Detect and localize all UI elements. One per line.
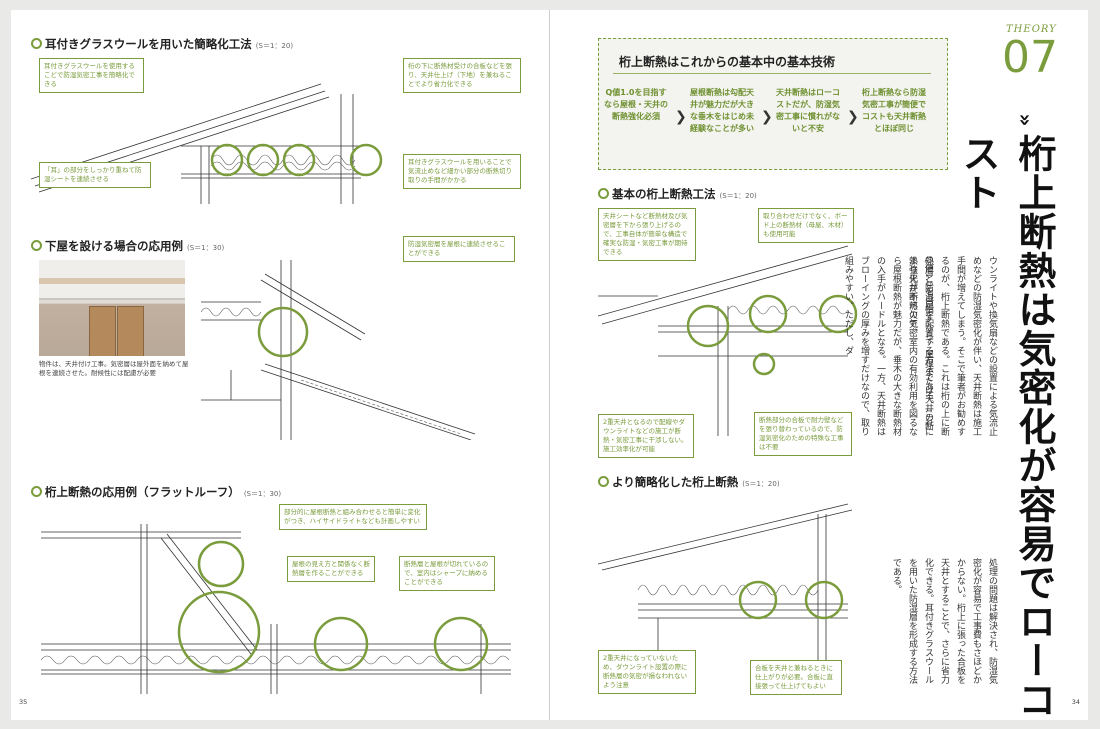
body-text-col-2: ウンライトや換気扇などの設置による気流止めなどの防湿気密化が伴い、天井断熱は施工… — [907, 256, 997, 436]
note-draft-stop: 耳付きグラスウールを用いることで気流止めなど細かい部分の断熱切り取りの手間がかか… — [403, 154, 521, 189]
page-number-left: 35 — [19, 698, 28, 706]
section-heading-lean-to: 下屋を設ける場合の応用例(S＝1：30) — [31, 238, 224, 254]
note-independent-layer: 屋根の見え方と関係なく断熱層を作ることができる — [287, 556, 375, 582]
diagram-simplified — [598, 503, 853, 674]
summary-step-2: 屋根断熱は勾配天井が魅力だが大きな垂木をはじめ未経験なことが多い — [690, 88, 754, 133]
theory-label: THEORY — [1006, 24, 1057, 35]
note-no-double-ceiling: 2重天井になっていないため、ダウンライト設置の際に断熱層の気密が損なわれないよう… — [598, 650, 696, 694]
note-plywood-finish: 合板を天井と兼ねるときに仕上がりが必要。合板に直接張って仕上げてもよい — [750, 660, 842, 695]
section-heading-simplified: より簡略化した桁上断熱(S＝1：20) — [598, 474, 780, 490]
summary-title: 桁上断熱はこれからの基本中の基本技術 — [619, 55, 836, 69]
bullet-icon — [598, 476, 609, 487]
section-heading-flat-roof: 桁上断熱の応用例（フラットルーフ）(S＝1：30) — [31, 484, 281, 500]
note-plywood-ceiling: 桁の下に断熱材受けの合板などを張り、天井仕上げ（下地）を兼ねることでより省力化で… — [403, 58, 521, 93]
double-chevron-icon: » — [1013, 113, 1038, 127]
bullet-icon — [31, 240, 42, 251]
summary-step-3: 天井断熱はローコストだが、防湿気密工事に慣れがないと不安 — [776, 88, 840, 133]
diagram-lean-to — [201, 260, 476, 440]
note-hybrid-roof: 部分的に屋根断熱と組み合わせると簡単に変化がつき、ハイサイドライトなども計画しや… — [279, 504, 427, 530]
photo-caption: 物件は、天井付け工事。気密層は屋外面を納めて屋根を連続させた。耐候性には配慮が必… — [39, 360, 189, 377]
theory-number: 07 — [1002, 32, 1058, 83]
bullet-icon — [31, 38, 42, 49]
bullet-icon — [31, 486, 42, 497]
note-ear-overlap: 「耳」の部分をしっかり重ねて防湿シートを連続させる — [39, 162, 151, 188]
page-number-right: 34 — [1071, 698, 1080, 706]
diagram-flat-roof — [41, 524, 511, 694]
bullet-icon — [598, 188, 609, 199]
summary-box: 桁上断熱はこれからの基本中の基本技術 Q値1.0を目指すなら屋根・天井の断熱強化… — [598, 38, 948, 170]
section-heading-ear-glasswool: 耳付きグラスウールを用いた簡略化工法(S＝1：20) — [31, 36, 293, 52]
right-page: 桁上断熱はこれからの基本中の基本技術 Q値1.0を目指すなら屋根・天井の断熱強化… — [550, 10, 1088, 720]
arrow-icon: ❯ — [761, 109, 773, 125]
section-heading-basic-method: 基本の桁上断熱工法(S＝1：20) — [598, 186, 757, 202]
note-double-ceiling: 2重天井となるので配線やダウンライトなどの施工が断熱・気密工事に干渉しない。施工… — [598, 414, 694, 458]
body-text-col-3: 処理の問題は解決され、防湿気密化が容易で工事費もさほどかからない。桁上に張った合… — [891, 558, 997, 684]
note-sharp-interior: 断熱層と屋根が切れているので、室内はシャープに納めることができる — [399, 556, 495, 591]
summary-step-4: 桁上断熱なら防湿気密工事が簡便でコストも天井断熱とほぼ同じ — [862, 88, 926, 133]
left-page: 耳付きグラスウールを用いた簡略化工法(S＝1：20) 耳付きグラスウールを使用す… — [11, 10, 549, 720]
note-ear-glasswool: 耳付きグラスウールを使用するこどで防湿気密工事を簡略化できる — [39, 58, 144, 93]
note-board-options: 取り合わせだけでなく、ボード上の断熱材（母屋、木材）も使用可能 — [758, 208, 854, 243]
note-basic-sheet: 天井シートなど断熱材及び気密層を下から張り上げるので、工事自体が簡単な構造で確実… — [598, 208, 696, 261]
note-roof-continuity: 防湿気密層を屋根に連続させることができる — [403, 236, 515, 262]
note-no-special-work: 断熱部分の合板で耐力壁などを張り替わっているので、防湿気密化のための特殊な工事は… — [754, 412, 852, 456]
room-photo — [39, 260, 185, 356]
arrow-icon: ❯ — [675, 109, 687, 125]
summary-step-1: Q値1.0を目指すなら屋根・天井の断熱強化必須 — [604, 88, 668, 121]
arrow-icon: ❯ — [847, 109, 859, 125]
main-title: 桁上断熱は気密化が容易でローコスト — [956, 134, 1056, 719]
gutter — [549, 10, 550, 720]
diagram-basic-method — [598, 245, 858, 436]
body-text-col-1: Q値1.0を目指すなら、屋根または天井の断熱強化が不可欠で、室内の有効利用を図る… — [843, 256, 933, 436]
